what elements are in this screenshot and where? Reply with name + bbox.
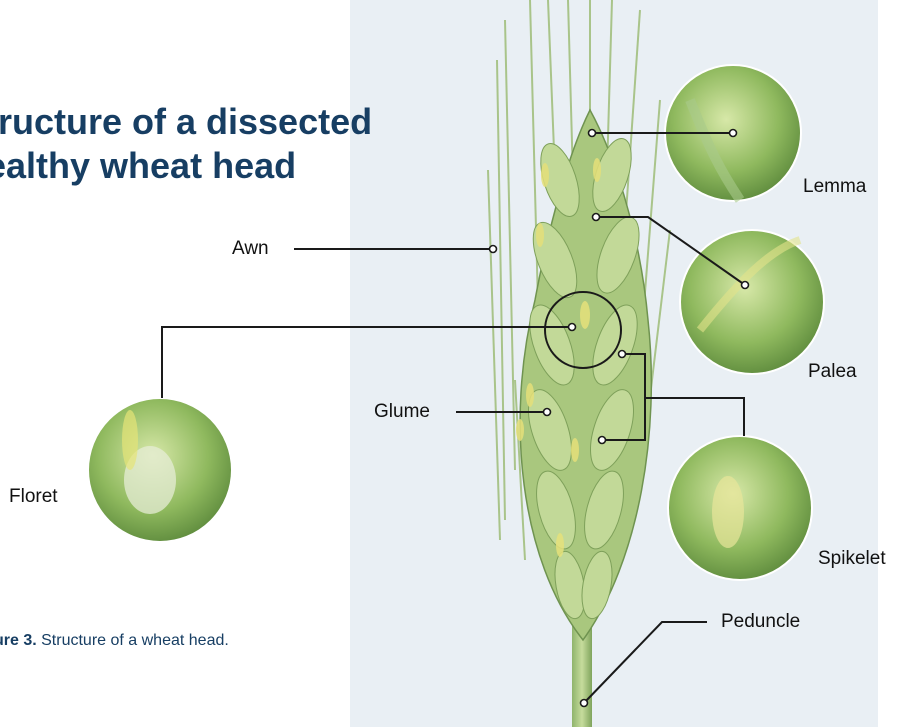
- peduncle-point: [581, 700, 588, 707]
- caption-figure-number: ure 3.: [0, 632, 37, 649]
- caption-text: Structure of a wheat head.: [37, 632, 229, 649]
- floret-label: Floret: [9, 486, 58, 508]
- floret-zoom-circle: [88, 398, 232, 542]
- peduncle-leader: [584, 622, 707, 703]
- lemma-point: [589, 130, 596, 137]
- palea-label: Palea: [808, 361, 857, 383]
- spikelet-point-upper: [619, 351, 626, 358]
- lemma-label: Lemma: [803, 176, 866, 198]
- wheat-head: [516, 110, 651, 640]
- leader-lines: [162, 133, 745, 703]
- spikelet-label: Spikelet: [818, 548, 886, 570]
- spikelet-zoom-circle: [668, 436, 812, 580]
- spikelet-point-lower: [599, 437, 606, 444]
- glume-point: [544, 409, 551, 416]
- floret-leader: [162, 327, 572, 398]
- glume-label: Glume: [374, 401, 430, 423]
- awn-label: Awn: [232, 238, 269, 260]
- floret-point: [569, 324, 576, 331]
- awn-point: [490, 246, 497, 253]
- palea-zoom-circle: [680, 230, 824, 374]
- spikelet-leader: [645, 398, 744, 436]
- peduncle-label: Peduncle: [721, 611, 800, 633]
- lemma-zoom-point: [730, 130, 737, 137]
- palea-point: [593, 214, 600, 221]
- palea-zoom-point: [742, 282, 749, 289]
- figure-caption: ure 3. Structure of a wheat head.: [0, 632, 229, 650]
